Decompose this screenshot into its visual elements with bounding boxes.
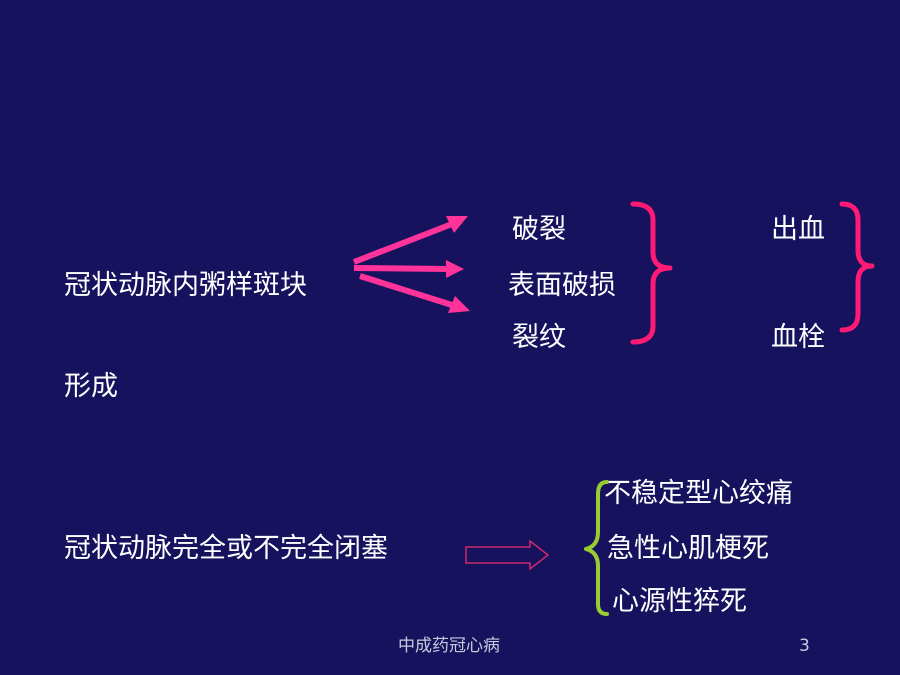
brace-right-icon	[839, 201, 875, 333]
brace-right-icon	[630, 201, 673, 345]
fan-arrows-icon	[352, 216, 470, 313]
arrow-to-fissure	[359, 273, 470, 313]
outcome-erosion: 表面破损	[508, 270, 616, 301]
arrow-to-rupture	[352, 216, 468, 265]
formation-label: 形成	[64, 371, 118, 402]
consequence-thrombus: 血栓	[771, 322, 825, 353]
consequence-hemorrhage: 出血	[771, 214, 825, 245]
syndrome-acute-mi: 急性心肌梗死	[607, 533, 769, 564]
brace-left-icon	[584, 480, 609, 616]
outline-arrow-icon	[465, 539, 550, 571]
plaque-label: 冠状动脉内粥样斑块	[64, 270, 307, 301]
arrow-to-erosion	[353, 260, 464, 278]
syndrome-unstable-angina: 不稳定型心绞痛	[604, 478, 793, 509]
outcome-rupture: 破裂	[512, 214, 566, 245]
footer-title: 中成药冠心病	[398, 636, 500, 656]
outcome-fissure: 裂纹	[512, 322, 566, 353]
syndrome-sudden-cardiac-death: 心源性猝死	[612, 586, 747, 617]
occlusion-label: 冠状动脉完全或不完全闭塞	[64, 533, 388, 564]
page-number: 3	[799, 636, 810, 656]
